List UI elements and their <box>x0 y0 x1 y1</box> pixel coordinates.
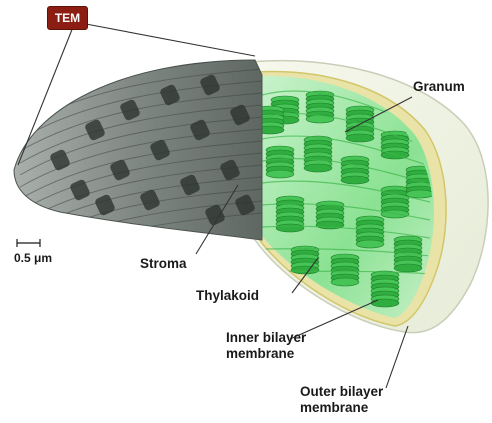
label-inner-line1: Inner bilayer <box>226 330 306 346</box>
label-granum: Granum <box>413 79 465 95</box>
label-inner-line2: membrane <box>226 346 306 362</box>
label-stroma: Stroma <box>140 256 187 272</box>
scale-bar-label: 0.5 μm <box>14 251 52 265</box>
scale-bar-line <box>17 239 40 247</box>
granum-stack <box>356 216 384 248</box>
label-thylakoid: Thylakoid <box>196 288 259 304</box>
label-outer-line1: Outer bilayer <box>300 384 383 400</box>
granum-stack <box>291 246 319 274</box>
granum-stack <box>266 146 294 178</box>
tem-micrograph <box>14 60 262 240</box>
granum-stack <box>331 254 359 286</box>
label-outer-line2: membrane <box>300 400 383 416</box>
granum-stack <box>341 156 369 184</box>
label-inner-membrane: Inner bilayer membrane <box>226 330 306 361</box>
label-outer-membrane: Outer bilayer membrane <box>300 384 383 415</box>
granum-stack <box>304 136 332 172</box>
tem-badge: TEM <box>47 6 88 30</box>
granum-stack <box>306 91 334 123</box>
